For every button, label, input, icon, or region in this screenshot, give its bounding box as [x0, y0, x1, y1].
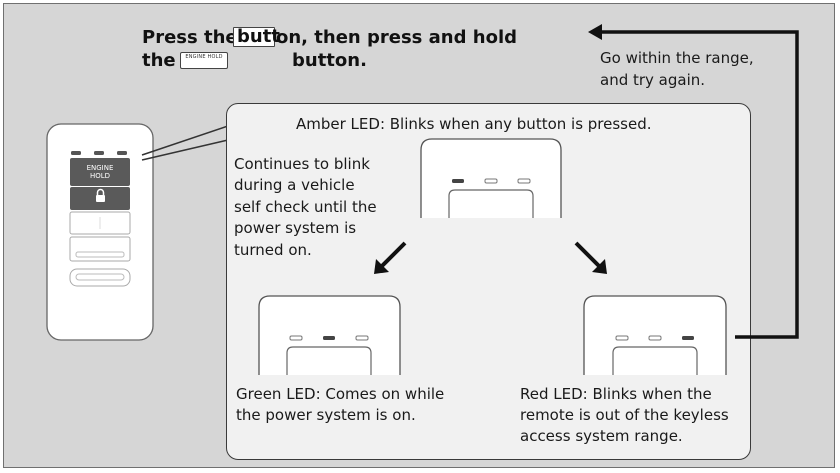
instruction-line1-suffix: on, then press and hold [276, 27, 518, 48]
retry-return-arrow [600, 30, 799, 339]
remote-led-right [117, 151, 127, 155]
instruction-line2-suffix: button. [292, 50, 367, 71]
remote-engine-button [70, 158, 130, 186]
amber-remote-led-middle [484, 178, 498, 184]
green-remote-led-right [355, 335, 369, 341]
engine-hold-button-icon-label: ENGINE HOLD [185, 54, 223, 60]
remote-trunk-button [69, 236, 131, 262]
instruction-line1-prefix: Press the [142, 27, 238, 48]
amber-remote-button [448, 189, 534, 218]
red-led-line3: access system range. [520, 427, 683, 445]
green-led-line2: the power system is on. [236, 406, 416, 424]
arrow-to-red-head [592, 259, 607, 274]
green-remote-led-middle [323, 336, 335, 340]
lock-icon-body [96, 195, 105, 202]
green-remote-led-left [289, 335, 303, 341]
remote-led-middle [94, 151, 104, 155]
retry-text-line2: and try again. [600, 71, 706, 89]
red-remote-led-middle [648, 335, 662, 341]
callout-line-lower [141, 139, 229, 161]
engine-hold-button-icon: ENGINE HOLD [180, 52, 228, 69]
retry-text-line1: Go within the range, [600, 49, 754, 67]
trunk-mark [75, 251, 125, 258]
remote-engine-label: ENGINE HOLD [86, 164, 114, 180]
amber-led-label: Amber LED: Blinks when any button is pre… [296, 115, 652, 133]
arrow-to-green [378, 241, 407, 270]
remote-panic-button [69, 268, 131, 287]
button-icon-text: butt [237, 26, 280, 47]
red-remote-led-right [682, 336, 694, 340]
blink-text-line4: power system is [234, 219, 357, 237]
red-remote-button [612, 346, 698, 375]
panic-mark [75, 273, 125, 281]
arrow-to-red [574, 241, 603, 270]
amber-remote-led-right [517, 178, 531, 184]
green-led-line1: Green LED: Comes on while [236, 385, 445, 403]
arrow-to-green-head [374, 259, 389, 274]
red-remote-led-left [615, 335, 629, 341]
red-led-line2: remote is out of the keyless [520, 406, 729, 424]
callout-line-upper [141, 125, 229, 156]
green-remote-button [286, 346, 372, 375]
amber-remote-led-left [452, 179, 464, 183]
blink-text-line3: self check until the [234, 198, 377, 216]
blink-text-line5: turned on. [234, 241, 312, 259]
remote-led-left [71, 151, 81, 155]
button-icon-inline: butt [233, 26, 280, 47]
instruction-line2-prefix: the [142, 50, 176, 71]
red-led-line1: Red LED: Blinks when the [520, 385, 712, 403]
lock-icon-shackle [96, 188, 105, 195]
blink-text-line2: during a vehicle [234, 176, 355, 194]
blink-text-line1: Continues to blink [234, 155, 370, 173]
retry-return-arrow-head [588, 24, 602, 40]
